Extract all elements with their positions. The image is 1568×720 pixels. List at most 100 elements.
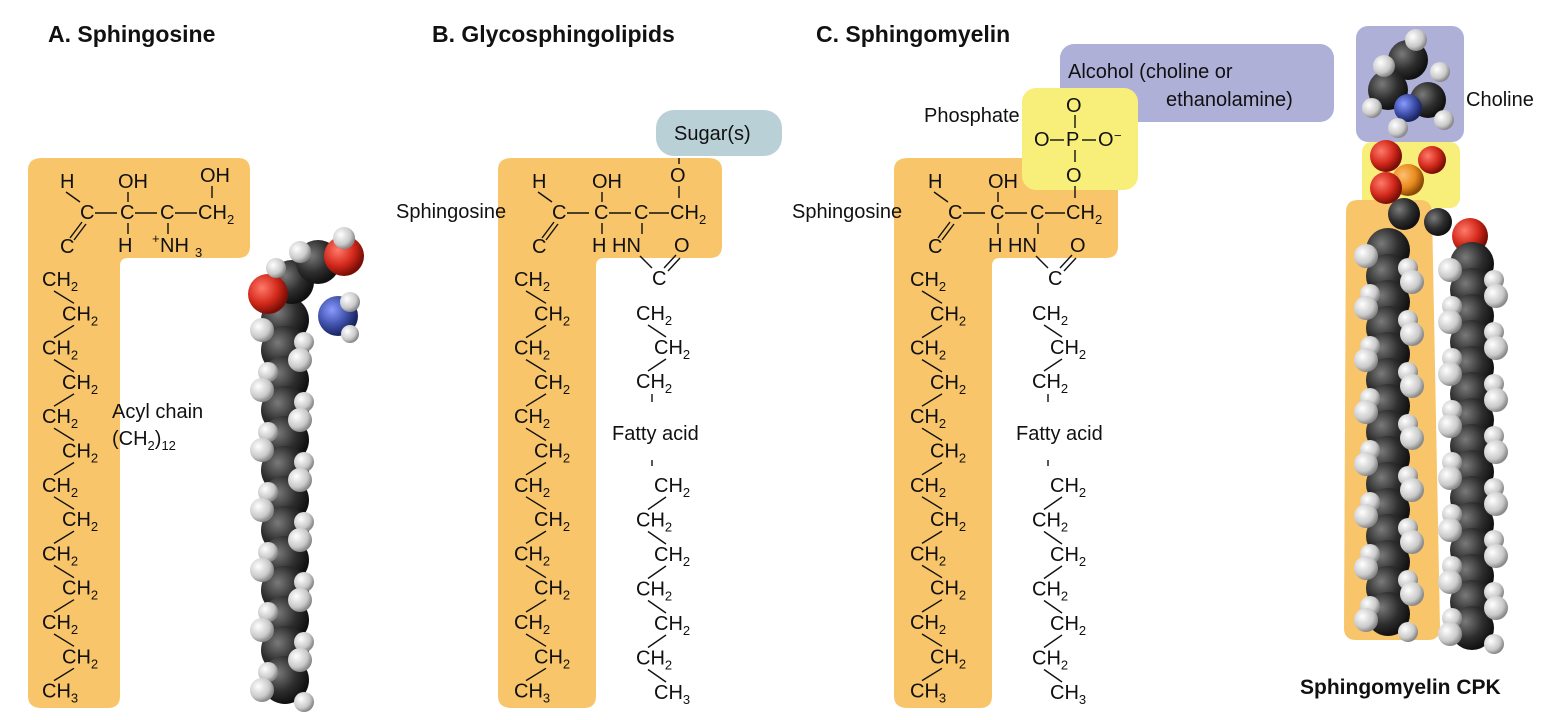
svg-text:H: H <box>532 171 546 193</box>
chain-bond <box>53 530 75 544</box>
chain-bond <box>647 668 667 683</box>
chain-unit: CH2 <box>514 338 550 363</box>
chain-bond <box>525 530 547 544</box>
svg-text:O: O <box>1098 129 1114 151</box>
chain-unit: CH2 <box>42 543 78 568</box>
svg-text:C: C <box>120 202 134 224</box>
hydrogen-atom <box>258 602 278 622</box>
hydrogen-atom <box>289 241 311 263</box>
oxygen-atom <box>248 274 288 314</box>
chain-bond <box>647 599 667 614</box>
svg-text:C: C <box>594 202 608 224</box>
chain-unit: CH2 <box>534 578 570 603</box>
chain-unit: CH2 <box>62 578 98 603</box>
chain-bond <box>647 530 667 545</box>
hydrogen-atom <box>341 325 359 343</box>
hydrogen-atom <box>1434 110 1454 130</box>
alcohol-label-line1: Alcohol (choline or <box>1068 61 1233 83</box>
chain-unit: CH2 <box>534 441 570 466</box>
svg-text:OH: OH <box>200 165 230 187</box>
hydrogen-atom <box>1354 608 1378 632</box>
hydrogen-atom <box>1354 504 1378 528</box>
hydrogen-atom <box>1484 440 1508 464</box>
svg-text:C: C <box>1030 202 1044 224</box>
chain-unit: CH2 <box>654 475 690 500</box>
phosphate-label: Phosphate <box>924 105 1020 127</box>
hydrogen-atom <box>1354 296 1378 320</box>
hydrogen-atom <box>340 292 360 312</box>
hydrogen-atom <box>1438 258 1462 282</box>
hydrogen-atom <box>333 227 355 249</box>
chain-bond <box>53 427 75 442</box>
chain-bond <box>525 496 547 510</box>
chain-bond <box>53 359 75 373</box>
sphingosine-label-c: Sphingosine <box>792 201 902 223</box>
fatty-acid-label-c: Fatty acid <box>1016 423 1103 445</box>
hydrogen-atom <box>250 438 274 462</box>
alcohol-label-line2: ethanolamine) <box>1166 89 1293 111</box>
panel-c-sphingomyelin: C. Sphingomyelin Alcohol (choline or eth… <box>792 21 1334 708</box>
chain-unit: CH2 <box>62 372 98 397</box>
svg-text:O: O <box>1034 129 1050 151</box>
fatty-acid-label-b: Fatty acid <box>612 423 699 445</box>
hydrogen-atom <box>1438 466 1462 490</box>
panel-a-sphingosine: A. Sphingosine H OH OH C C C CH 2 C H + … <box>28 21 364 712</box>
panel-b-title: B. Glycosphingolipids <box>432 21 675 47</box>
chain-unit: CH2 <box>42 406 78 431</box>
svg-text:2: 2 <box>1095 212 1102 227</box>
hydrogen-atom <box>1388 118 1408 138</box>
chain-unit: CH2 <box>62 303 98 328</box>
hydrogen-atom <box>1373 55 1395 77</box>
sphingosine-space-filling-model <box>248 227 364 712</box>
chain-bond <box>921 359 943 373</box>
svg-text:2: 2 <box>227 212 234 227</box>
chain-unit: CH2 <box>930 646 966 671</box>
chain-unit: CH2 <box>930 578 966 603</box>
svg-text:C: C <box>552 202 566 224</box>
hydrogen-atom <box>266 258 286 278</box>
hydrogen-atom <box>1400 582 1424 606</box>
chain-bond <box>53 290 75 304</box>
chain-unit: CH3 <box>910 681 946 706</box>
svg-text:OH: OH <box>592 171 622 193</box>
chain-unit: CH2 <box>1032 579 1068 604</box>
svg-text:Acyl chain: Acyl chain <box>112 401 203 423</box>
carbon-atom <box>1424 208 1452 236</box>
hydrogen-atom <box>1438 518 1462 542</box>
svg-text:C: C <box>1048 268 1062 290</box>
chain-bond <box>647 496 667 511</box>
hydrogen-atom <box>1400 322 1424 346</box>
sugar-label: Sugar(s) <box>674 123 751 145</box>
svg-text:C: C <box>80 202 94 224</box>
phosphate-region <box>1022 88 1138 190</box>
chain-bond <box>53 461 75 476</box>
chain-unit: CH2 <box>42 475 78 500</box>
svg-text:C: C <box>990 202 1004 224</box>
hydrogen-atom <box>294 692 314 712</box>
hydrogen-atom <box>1354 348 1378 372</box>
chain-unit: CH2 <box>62 509 98 534</box>
hydrogen-atom <box>1354 452 1378 476</box>
chain-unit: CH2 <box>514 475 550 500</box>
chain-unit: CH2 <box>654 544 690 569</box>
svg-text:+: + <box>152 231 160 246</box>
hydrogen-atom <box>1438 362 1462 386</box>
hydrogen-atom <box>250 378 274 402</box>
chain-unit: CH2 <box>42 612 78 637</box>
svg-text:H: H <box>118 235 132 257</box>
chain-unit: CH2 <box>910 269 946 294</box>
hydrogen-atom <box>1438 414 1462 438</box>
phosphate-group-formula: O O P O − O <box>1034 95 1122 187</box>
chain-unit: CH3 <box>654 682 690 707</box>
chain-unit: CH2 <box>1032 510 1068 535</box>
panel-d-sphingomyelin-cpk: Choline Sphingomyelin CPK <box>1300 26 1534 699</box>
svg-text:H: H <box>592 235 606 257</box>
chain-unit: CH2 <box>636 303 672 328</box>
chain-unit: CH2 <box>1032 648 1068 673</box>
